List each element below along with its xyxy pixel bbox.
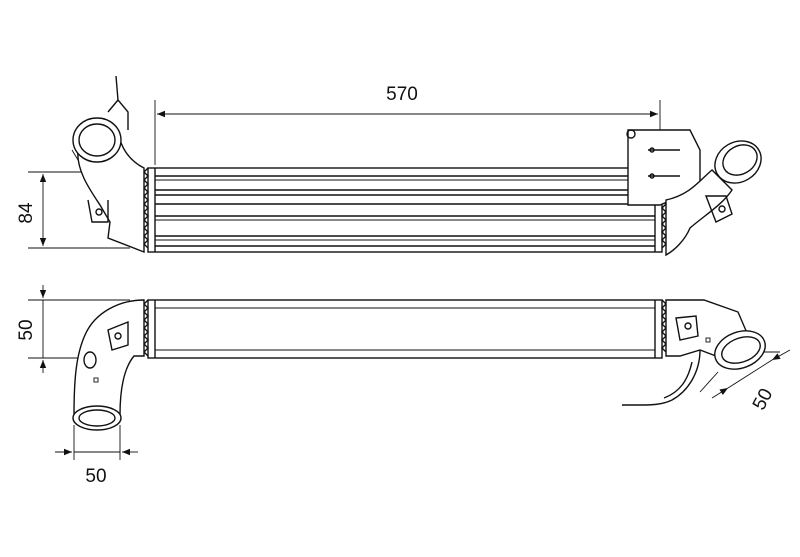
right-outlet-pipe xyxy=(626,129,762,257)
length-dimension-label: 570 xyxy=(386,84,418,105)
front-view: 50 50 50 xyxy=(16,285,791,487)
left-inlet-pipe xyxy=(71,75,145,254)
height-dimension: 84 xyxy=(16,171,130,249)
length-dimension: 570 xyxy=(154,84,661,165)
depth-dimension-label: 50 xyxy=(16,319,37,340)
top-view: 570 84 xyxy=(16,75,762,257)
left-inlet-pipe-front xyxy=(72,299,145,431)
depth-dimension: 50 xyxy=(16,285,130,373)
right-outlet-pipe-front xyxy=(622,299,766,406)
inlet-diameter-label: 50 xyxy=(85,466,106,487)
height-dimension-label: 84 xyxy=(16,202,37,224)
intercooler-core xyxy=(143,167,667,253)
intercooler-core-front xyxy=(143,299,667,359)
inlet-diameter-dimension: 50 xyxy=(55,425,138,487)
outlet-diameter-label: 50 xyxy=(749,385,777,414)
